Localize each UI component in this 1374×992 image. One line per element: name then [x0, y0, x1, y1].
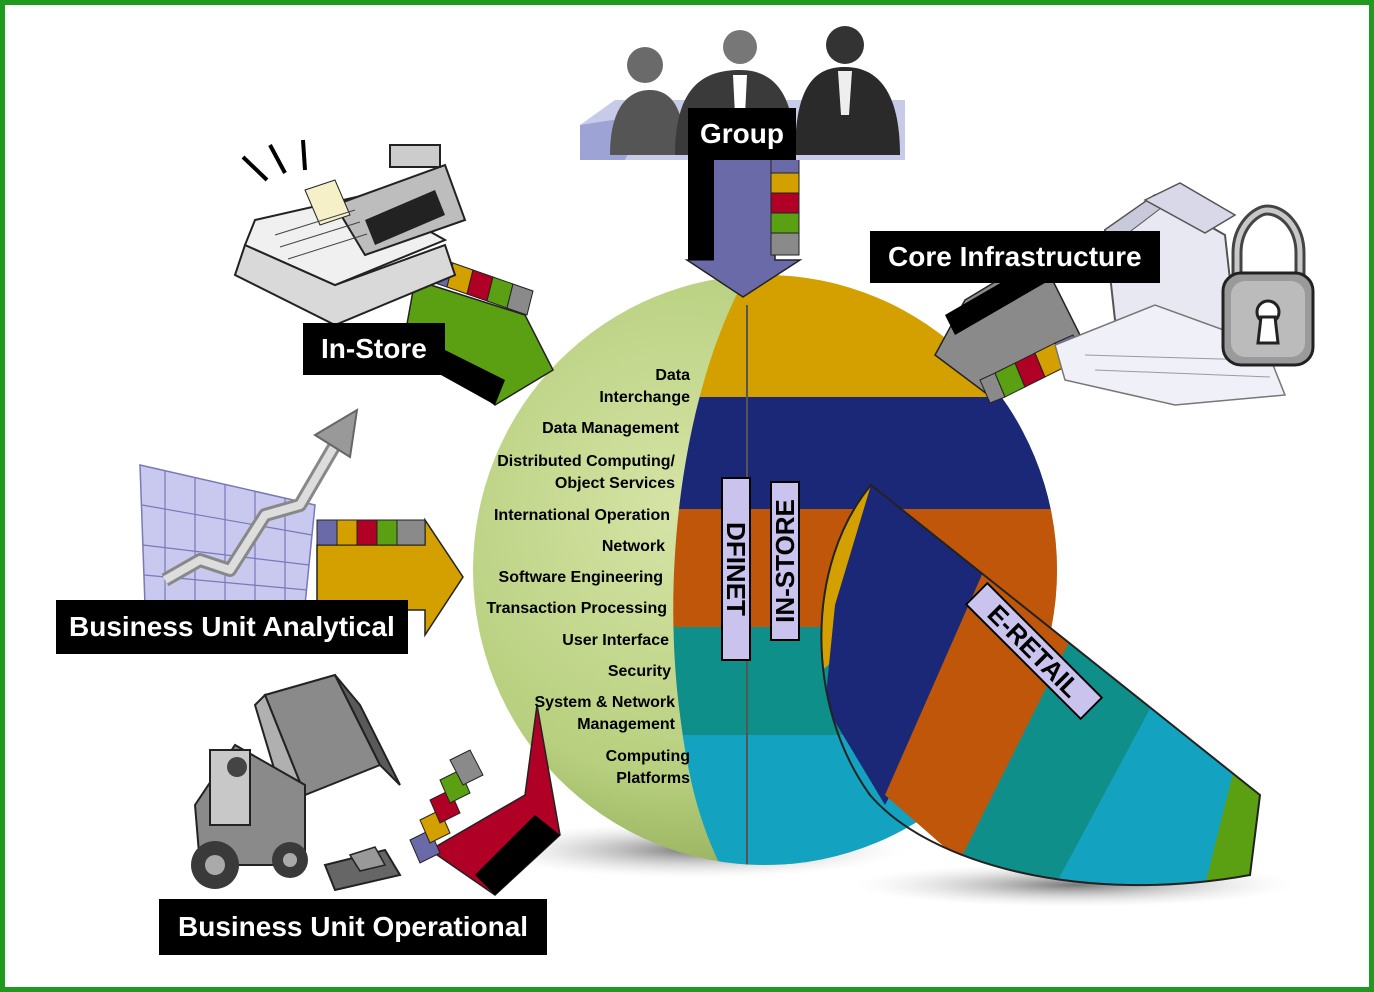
- growth-chart-icon: [139, 408, 359, 606]
- padlock-icon: [1221, 204, 1315, 367]
- layer-label-line: Management: [577, 716, 675, 733]
- dfinet-segment-label: DFINET: [721, 477, 751, 661]
- layer-label-line: Distributed Computing/: [497, 453, 675, 470]
- diagram-artwork: [139, 26, 1315, 907]
- layer-label-network: Network: [601, 538, 665, 555]
- core-infrastructure-label: Core Infrastructure: [870, 231, 1160, 283]
- layer-label-line: System & Network: [534, 694, 676, 711]
- layer-label-software-engineering: Software Engineering: [498, 569, 663, 586]
- operational-arrow: [409, 704, 561, 896]
- core-infrastructure-arrow: [934, 253, 1084, 404]
- in-store-label: In-Store: [303, 323, 445, 375]
- layer-label-line: Computing: [605, 748, 690, 765]
- layer-label-international-operation: International Operation: [493, 507, 670, 524]
- in-store-segment-label: IN-STORE: [770, 481, 800, 641]
- layer-label-data-management: Data Management: [542, 420, 679, 437]
- layer-label-security: Security: [607, 663, 671, 680]
- layer-label-data-interchange: Data Interchange: [545, 365, 690, 409]
- layer-label-system-network-management: System & Network Management: [505, 692, 676, 736]
- business-unit-analytical-label: Business Unit Analytical: [56, 600, 408, 654]
- layer-label-distributed-computing: Distributed Computing/ Object Services: [485, 451, 675, 495]
- layer-label-user-interface: User Interface: [562, 632, 669, 649]
- layer-label-line: Object Services: [554, 475, 675, 492]
- forklift-icon: [191, 673, 402, 892]
- layer-label-line: Platforms: [616, 770, 690, 787]
- layer-label-transaction-processing: Transaction Processing: [486, 600, 667, 617]
- layer-label-line: Data: [655, 367, 690, 384]
- layer-label-line: Interchange: [599, 389, 690, 406]
- e-retail-wedge: [820, 483, 1262, 887]
- group-arrow: [684, 149, 803, 298]
- business-unit-operational-label: Business Unit Operational: [159, 899, 548, 955]
- layer-label-computing-platforms: Computing Platforms: [565, 746, 690, 790]
- group-label: Group: [688, 108, 796, 160]
